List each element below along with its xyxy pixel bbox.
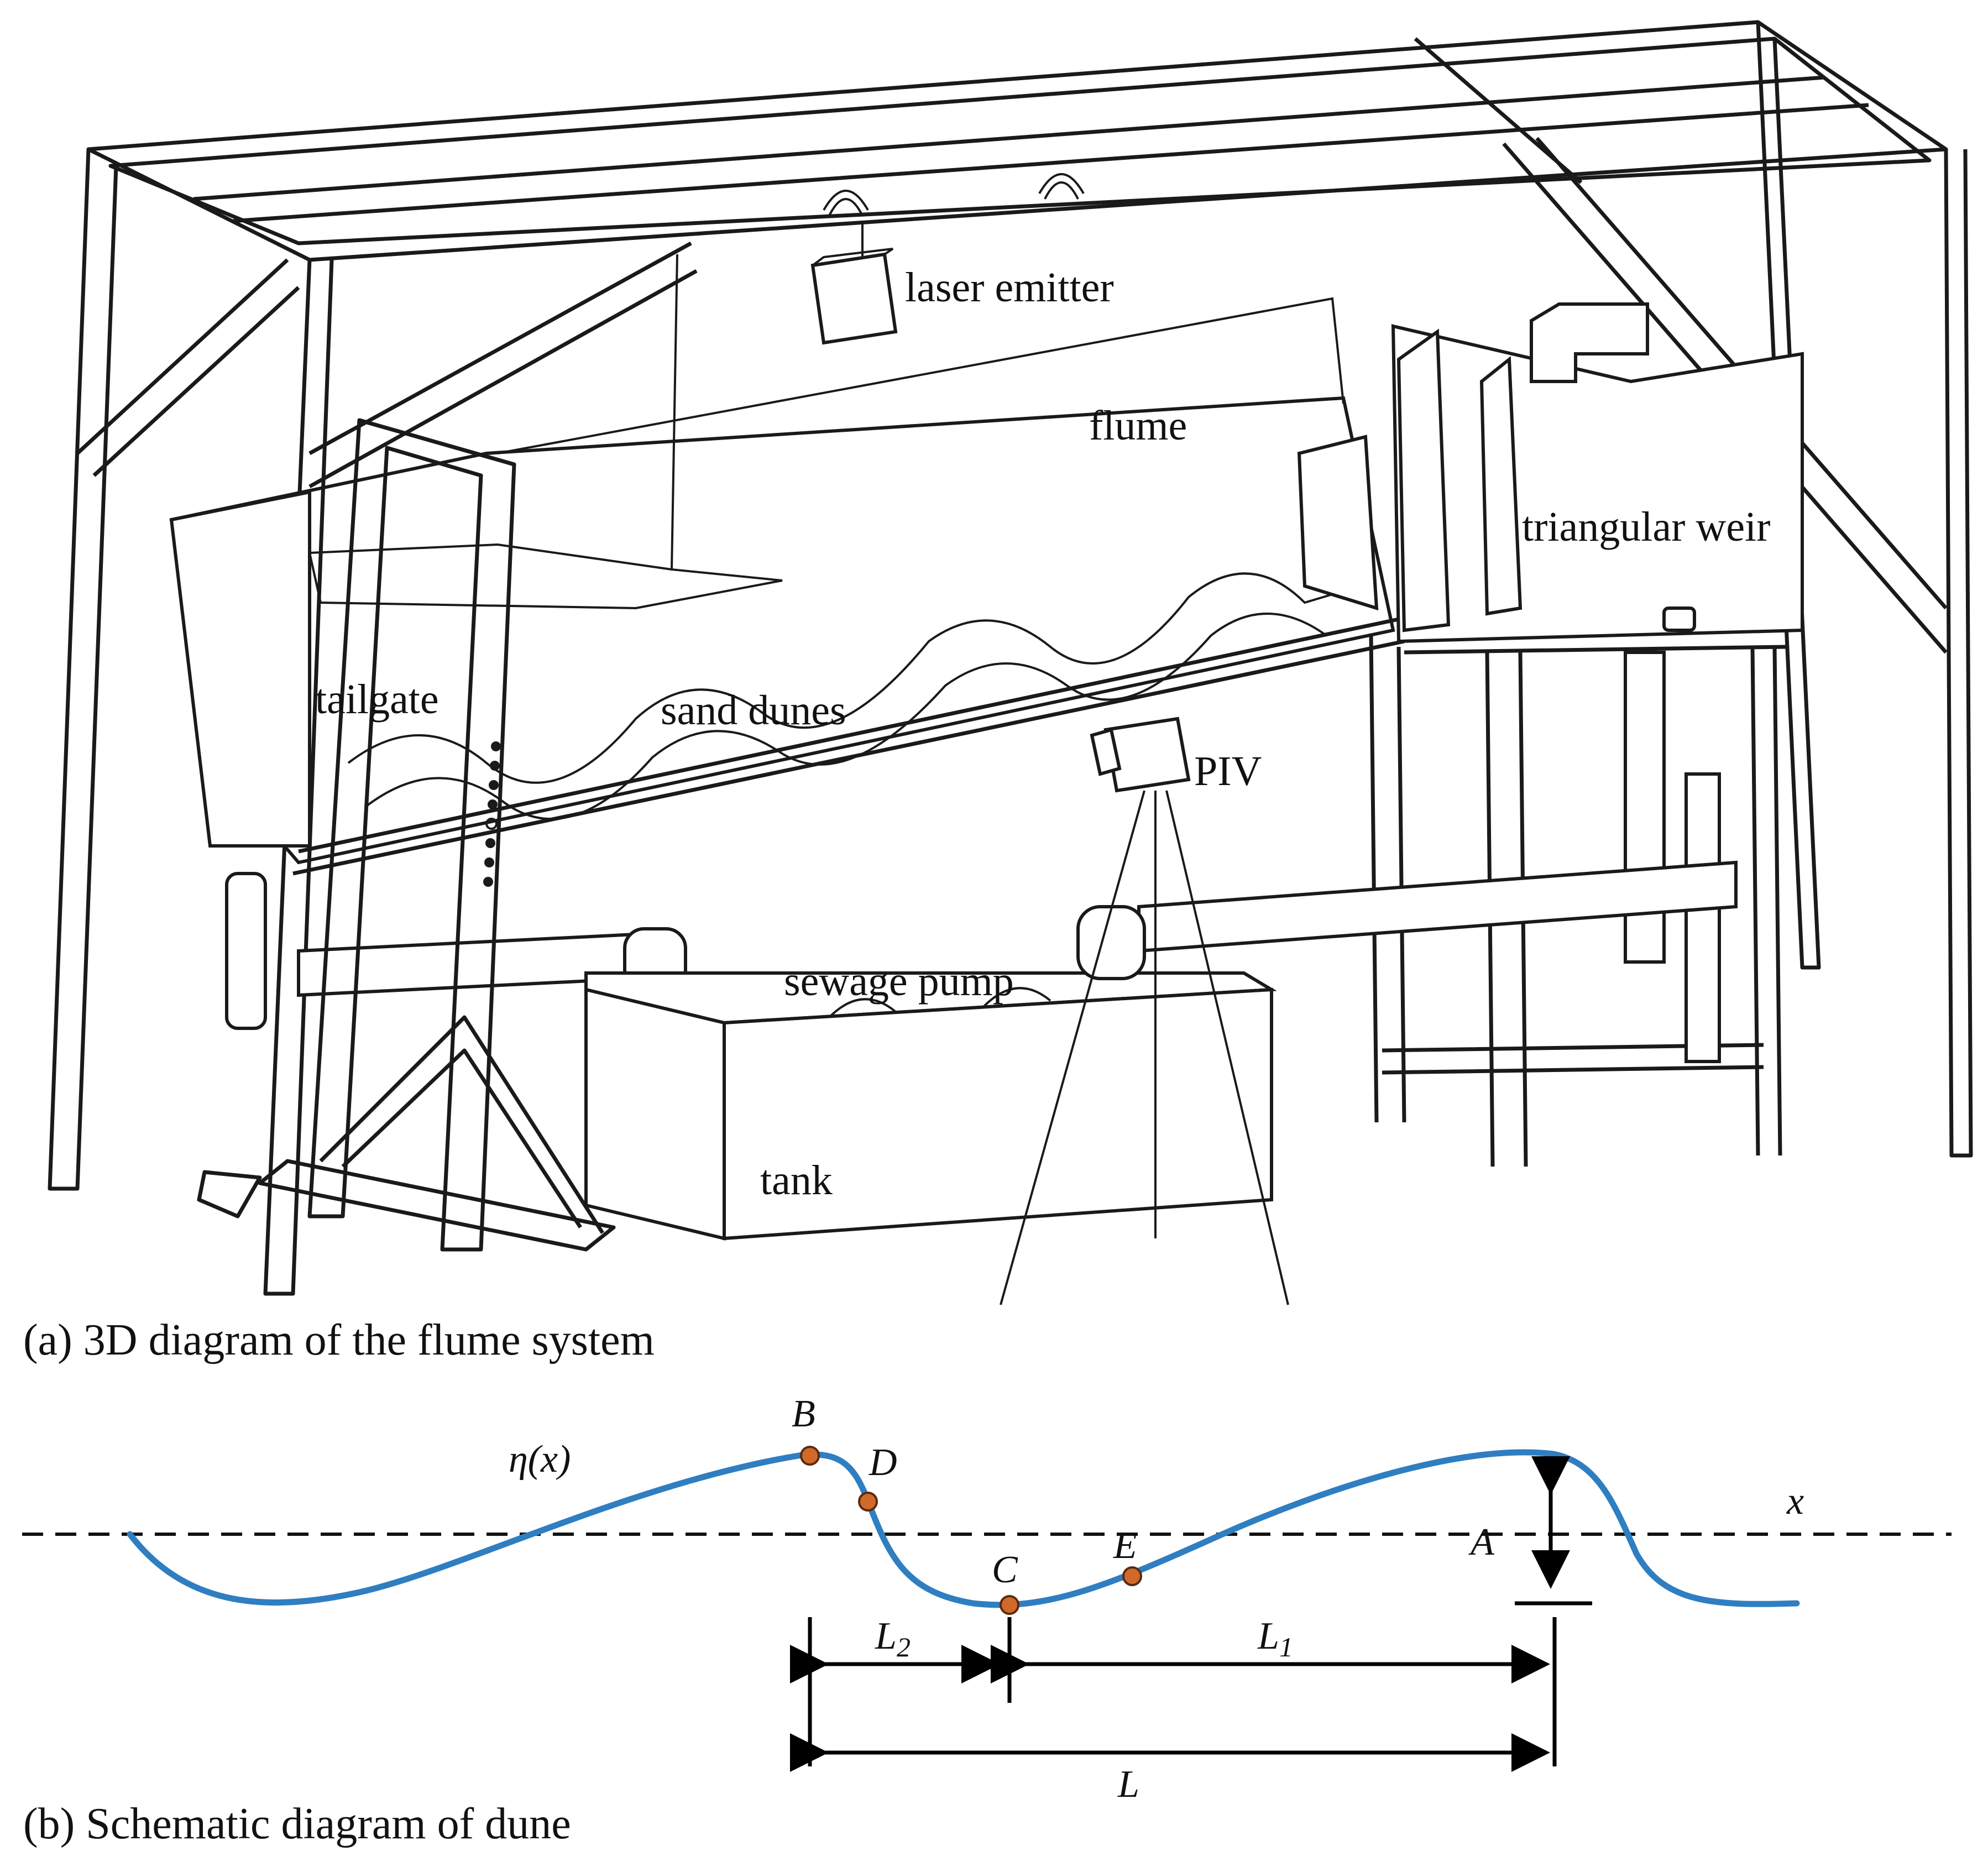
point-e — [1122, 1566, 1142, 1586]
label-l2: L2 — [875, 1615, 911, 1662]
label-curve: η(x) — [509, 1438, 571, 1481]
laser-sheet — [308, 254, 783, 610]
tank — [584, 905, 1277, 1241]
point-d — [858, 1492, 878, 1512]
label-l: L — [1117, 1763, 1139, 1806]
label-tank: tank — [760, 1157, 833, 1204]
label-amplitude: A — [1468, 1521, 1494, 1564]
label-point-d: D — [869, 1441, 897, 1484]
flume-system-diagram: laser emitter flume triangular weir tail… — [48, 20, 1973, 1305]
dune-curve — [127, 1449, 1800, 1608]
tailgate-holes — [483, 741, 501, 887]
label-flume: flume — [1089, 402, 1187, 449]
label-x-axis: x — [1786, 1480, 1804, 1523]
tailgate-box — [169, 490, 311, 848]
caption-b: (b) Schematic diagram of dune — [23, 1800, 571, 1848]
label-point-e: E — [1113, 1524, 1137, 1567]
label-tailgate: tailgate — [315, 676, 439, 723]
label-l1: L1 — [1257, 1615, 1293, 1662]
laser-emitter — [810, 248, 898, 345]
flume-channel — [169, 396, 1405, 876]
triangular-weir — [1297, 302, 1804, 644]
caption-a: (a) 3D diagram of the flume system — [23, 1316, 655, 1364]
sewage-pump — [828, 987, 1051, 1018]
label-point-b: B — [792, 1393, 815, 1435]
label-laser-emitter: laser emitter — [905, 264, 1114, 311]
point-c — [1000, 1595, 1019, 1615]
label-triangular-weir: triangular weir — [1522, 504, 1770, 550]
sand-dunes-profile — [347, 572, 1361, 784]
piv-camera — [1000, 717, 1289, 1305]
label-point-c: C — [992, 1549, 1018, 1591]
point-b — [800, 1446, 820, 1466]
label-sewage-pump: sewage pump — [784, 958, 1014, 1005]
dune-schematic: η(x) x B D C E A L2 L1 L — [22, 1393, 1952, 1806]
label-piv: PIV — [1194, 748, 1262, 794]
tailgate-tower — [197, 418, 616, 1252]
label-sand-dunes: sand dunes — [661, 687, 846, 734]
